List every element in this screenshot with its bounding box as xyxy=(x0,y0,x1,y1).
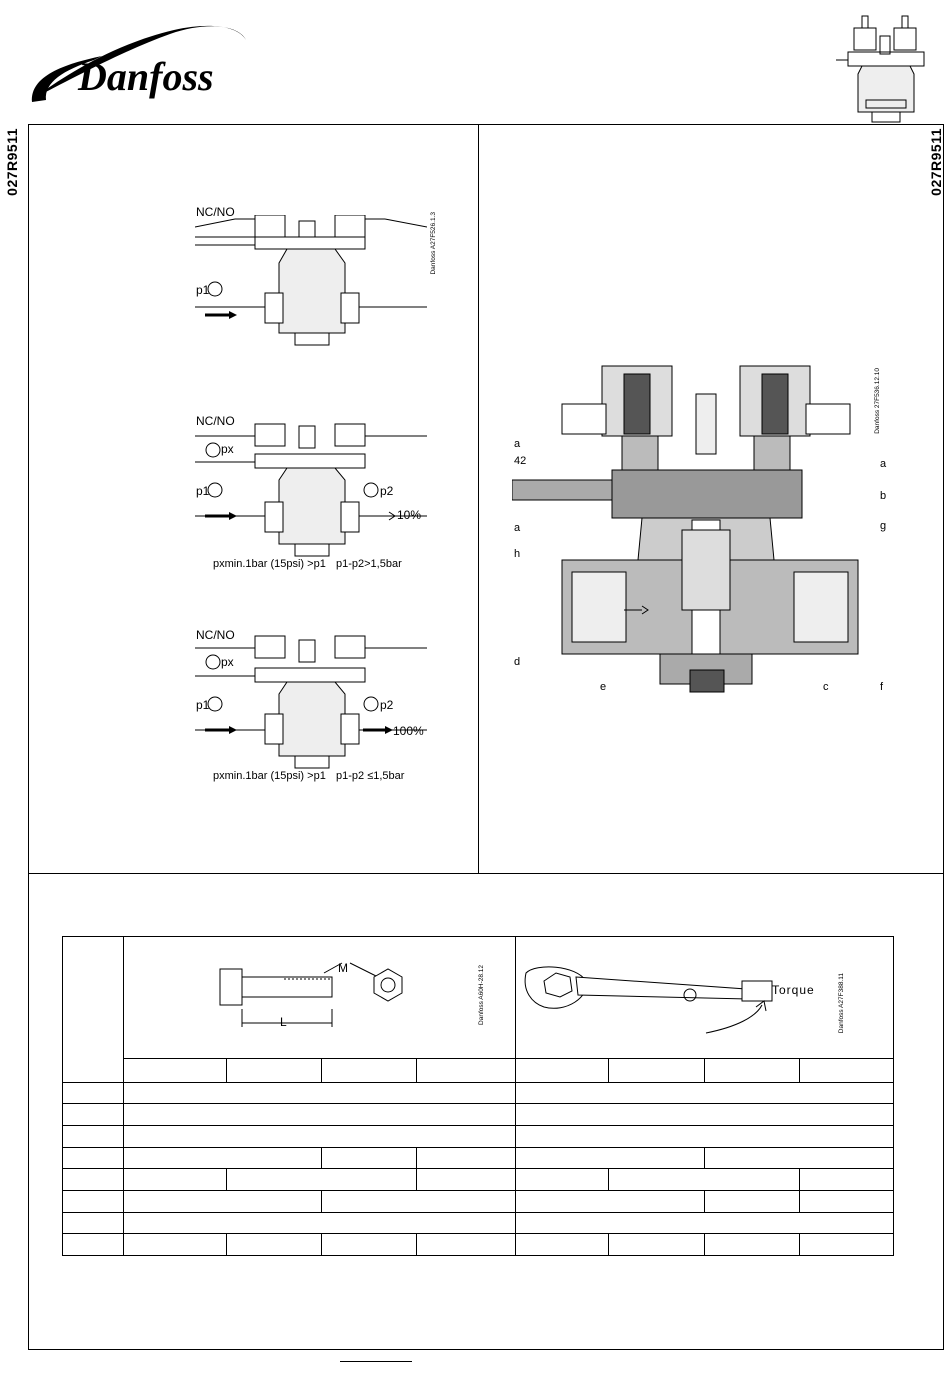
diagram2-p1: p1 xyxy=(196,484,210,498)
section-label-42: 42 xyxy=(514,455,527,467)
torque-drawing-id: Danfoss A27F388.11 xyxy=(838,973,845,1034)
column-divider xyxy=(478,124,480,874)
diagram2-valve-drawing xyxy=(195,423,427,557)
diagram2-px: px xyxy=(221,442,234,456)
section-label-g: g xyxy=(880,520,887,532)
diagram1-valve-drawing xyxy=(195,215,427,346)
diagram3-px: px xyxy=(221,655,234,669)
bolt-label-m: M xyxy=(338,961,348,975)
diagram3-flow: 100% xyxy=(393,724,424,738)
side-code-left: 027R9511 xyxy=(4,128,20,196)
diagram3-p2: p2 xyxy=(380,698,394,712)
diagram2-condition-left: pxmin.1bar (15psi) >p1 xyxy=(213,558,326,570)
valve-thumbnail-icon xyxy=(836,15,925,123)
diagram3-p1: p1 xyxy=(196,698,210,712)
bolt-label-l: L xyxy=(280,1015,287,1029)
diagram2-condition-right: p1-p2>1,5bar xyxy=(336,558,402,570)
valve-section-drawing xyxy=(512,365,859,693)
diagram3-condition-right: p1-p2 ≤1,5bar xyxy=(336,770,405,782)
page-frame xyxy=(28,124,944,1350)
table-header-blank xyxy=(62,936,124,1083)
diagram1-p1: p1 xyxy=(196,283,210,297)
section-label-a3: a xyxy=(880,458,887,470)
diagram2-mode: NC/NO xyxy=(196,414,235,428)
torque-label: Torque xyxy=(772,983,815,997)
brand-wordmark: Danfoss xyxy=(77,54,214,99)
diagram2-p2: p2 xyxy=(380,484,394,498)
diagram3-valve-drawing xyxy=(195,635,427,769)
torque-wrench-illustration xyxy=(524,966,773,1034)
footer-line xyxy=(340,1361,412,1363)
diagram3-condition-left: pxmin.1bar (15psi) >p1 xyxy=(213,770,326,782)
section-label-a1: a xyxy=(514,438,521,450)
section-divider xyxy=(28,873,944,875)
section-label-b: b xyxy=(880,490,887,502)
spec-table: M L Danfoss A60H-28.12 Torque Danfoss A2… xyxy=(62,936,894,1256)
diagram3-mode: NC/NO xyxy=(196,628,235,642)
section-label-c: c xyxy=(823,681,829,693)
diagram1-id: Danfoss A27F526.1.3 xyxy=(430,212,437,275)
danfoss-logo: Danfoss xyxy=(31,25,246,102)
diagram1-mode: NC/NO xyxy=(196,205,235,219)
section-label-f: f xyxy=(880,681,884,693)
section-label-e: e xyxy=(600,681,607,693)
bolt-nut-illustration xyxy=(219,962,403,1027)
diagram2-flow: 10% xyxy=(397,508,422,522)
bolt-drawing-id: Danfoss A60H-28.12 xyxy=(478,965,485,1025)
section-label-d: d xyxy=(514,656,521,668)
section-label-h: h xyxy=(514,548,521,560)
torque-illustration-cell: Torque Danfoss A27F388.11 xyxy=(515,936,894,1059)
bolt-illustration-cell: M L Danfoss A60H-28.12 xyxy=(123,936,516,1059)
section-label-a2: a xyxy=(514,522,521,534)
